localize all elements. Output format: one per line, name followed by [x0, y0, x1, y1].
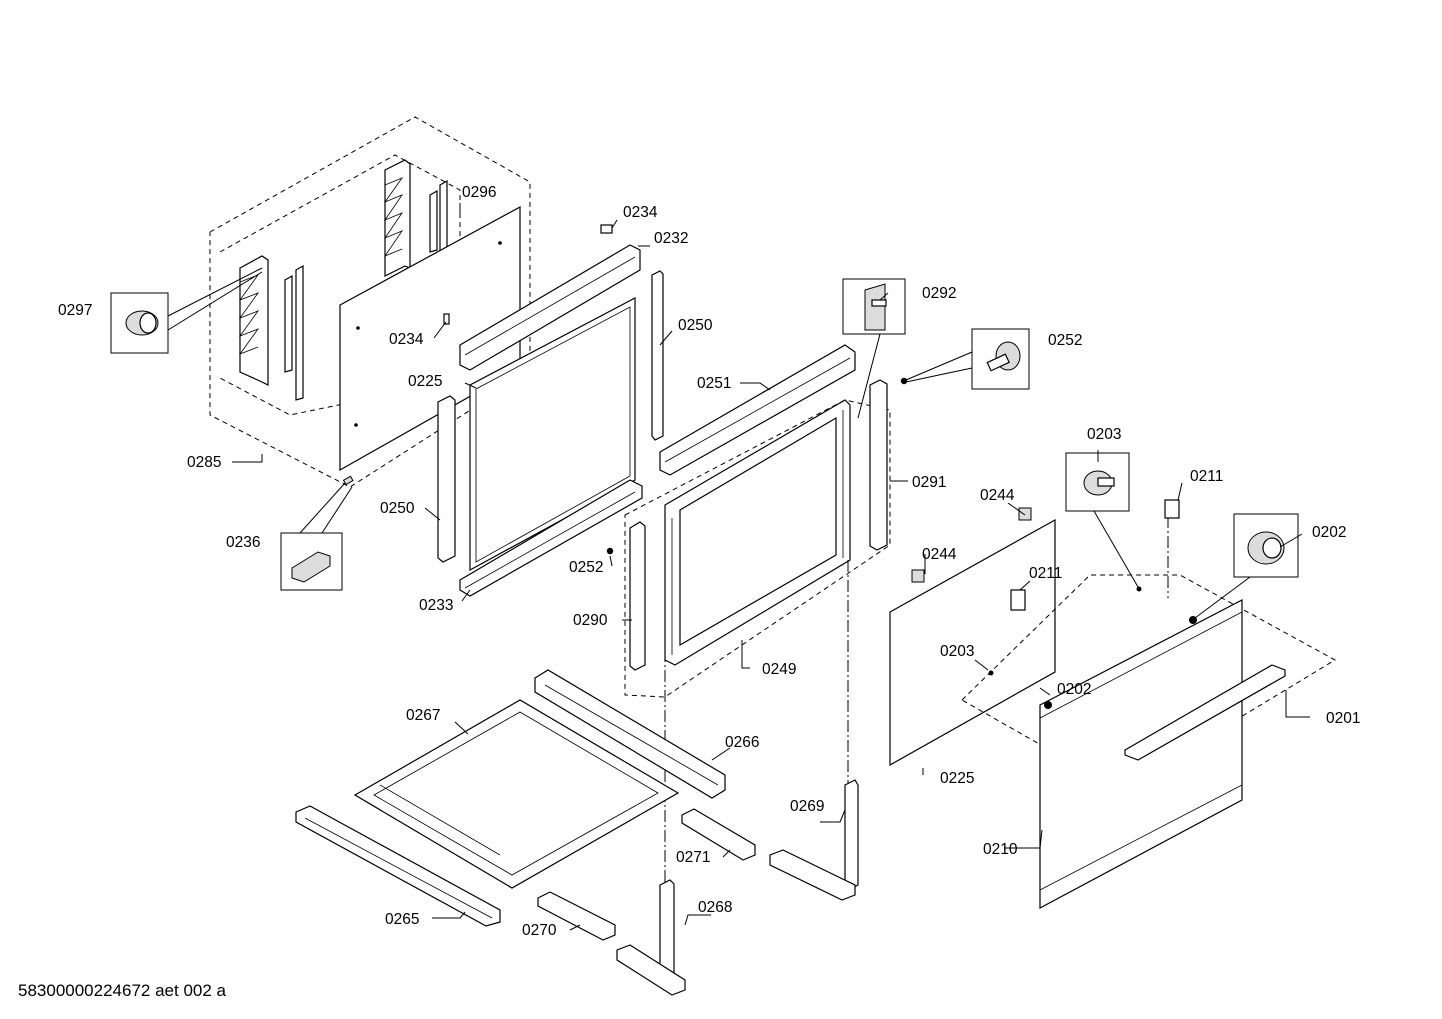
label-0234-mid: 0234 — [389, 331, 424, 348]
assembly-0285-outline — [209, 116, 531, 488]
callout-box-0236 — [280, 482, 353, 591]
label-0202-right: 0202 — [1312, 524, 1346, 541]
label-0236: 0236 — [226, 534, 260, 551]
label-0290: 0290 — [573, 612, 608, 629]
rail-0265 — [295, 805, 501, 927]
label-0203-top: 0203 — [1087, 426, 1121, 443]
hinge-0270 — [537, 891, 616, 941]
label-0250-left: 0250 — [380, 500, 415, 517]
label-0210: 0210 — [983, 841, 1018, 858]
label-0211-mid: 0211 — [1029, 565, 1062, 582]
label-0250-right: 0250 — [678, 317, 713, 334]
label-0270: 0270 — [522, 922, 557, 939]
label-0201: 0201 — [1326, 710, 1360, 727]
frame-0232-top-rail — [459, 224, 641, 371]
label-0252-left: 0252 — [569, 559, 603, 576]
label-0251: 0251 — [697, 375, 731, 392]
label-0225-left: 0225 — [408, 373, 442, 390]
document-id: 58300000224672 aet 002 a — [18, 981, 226, 1000]
label-0271: 0271 — [676, 849, 710, 866]
label-0267: 0267 — [406, 707, 440, 724]
side-strip-0250-left — [437, 395, 456, 563]
hinge-0271 — [681, 808, 756, 861]
side-strip-0250-right — [651, 270, 664, 441]
assembly-0249-outline — [624, 399, 891, 698]
side-profile-0291 — [869, 379, 888, 551]
callout-box-0297 — [110, 267, 263, 354]
label-0203-mid: 0203 — [940, 643, 974, 660]
label-0234-top: 0234 — [623, 204, 658, 221]
frame-0251-top — [659, 344, 856, 476]
frame-0233-bottom-rail — [459, 479, 643, 597]
label-0202-mid: 0202 — [1057, 681, 1091, 698]
strip-0290 — [629, 521, 646, 671]
label-0292: 0292 — [922, 285, 956, 302]
label-0252-right: 0252 — [1048, 332, 1082, 349]
label-0296: 0296 — [462, 184, 496, 201]
part-labels: 0296 0297 0234 0232 0234 0250 0225 0285 … — [58, 184, 1360, 939]
label-0233: 0233 — [419, 597, 453, 614]
rail-0266 — [534, 669, 726, 799]
side-rack-right — [383, 159, 448, 277]
label-0269: 0269 — [790, 798, 824, 815]
inner-frame-0249 — [664, 399, 851, 666]
label-0266: 0266 — [725, 734, 759, 751]
bracket-0268 — [616, 879, 686, 996]
label-0211-top: 0211 — [1190, 468, 1223, 485]
label-0244-mid: 0244 — [922, 546, 957, 563]
label-0268: 0268 — [698, 899, 732, 916]
label-0291: 0291 — [912, 474, 946, 491]
leader-lines — [232, 203, 1310, 931]
label-0249: 0249 — [762, 661, 796, 678]
label-0265: 0265 — [385, 911, 419, 928]
callout-box-0202 — [1194, 513, 1299, 619]
callout-box-0292 — [842, 278, 906, 419]
label-0244-top: 0244 — [980, 487, 1015, 504]
callout-box-0252 — [905, 328, 1030, 390]
label-0285: 0285 — [187, 454, 221, 471]
callout-box-0203 — [1065, 452, 1139, 588]
bracket-0269 — [769, 779, 859, 901]
side-rack-left — [238, 255, 304, 401]
inner-glass-0225-right — [889, 518, 1056, 767]
label-0225-right: 0225 — [940, 770, 974, 787]
label-0232: 0232 — [654, 230, 688, 247]
label-0297: 0297 — [58, 302, 92, 319]
door-handle-0201 — [1124, 664, 1286, 761]
